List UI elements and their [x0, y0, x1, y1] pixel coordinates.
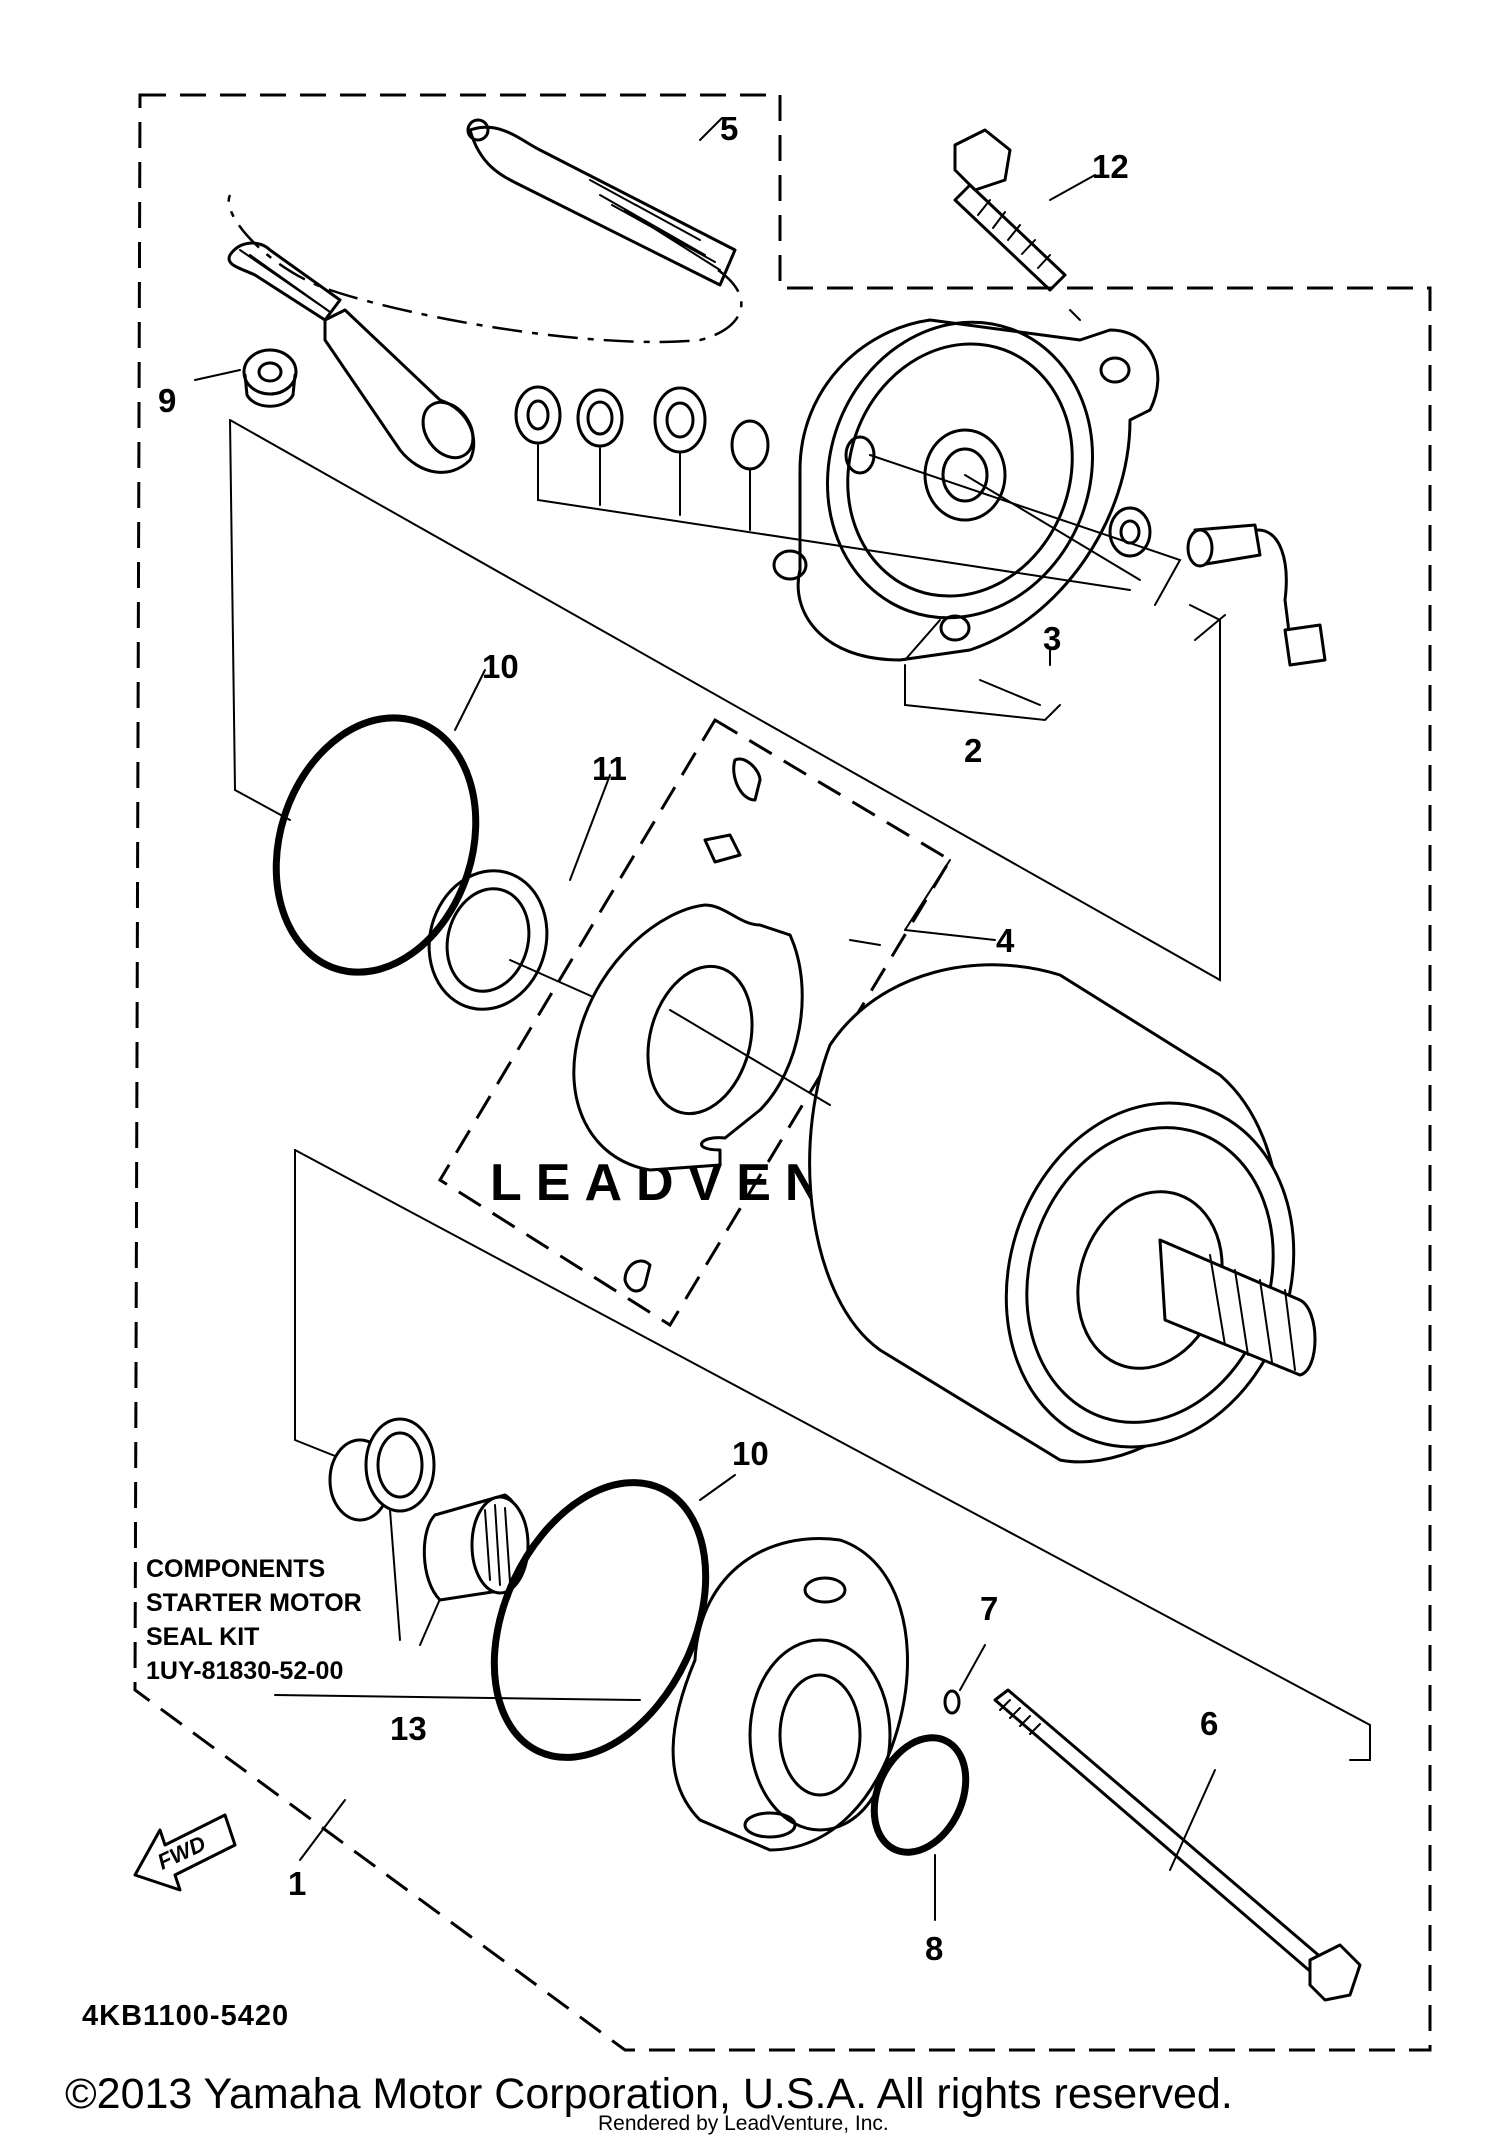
callout-13: 13 — [390, 1710, 427, 1747]
callout-9: 9 — [158, 382, 176, 419]
seal-kit-note-line-4: 1UY-81830-52-00 — [146, 1657, 343, 1685]
callout-3: 3 — [1043, 620, 1061, 657]
upper-leader-lines — [229, 419, 1226, 982]
part-12-bolt — [953, 128, 1067, 292]
part-2-terminal-bolt — [1186, 523, 1327, 667]
part-6-through-bolt — [993, 1688, 1362, 2002]
callout-1: 1 — [288, 1865, 306, 1902]
callout-11: 11 — [592, 750, 627, 787]
front-cover — [671, 1537, 909, 1852]
starter-motor-yoke — [669, 963, 1317, 1464]
copyright-text: ©2013 Yamaha Motor Corporation, U.S.A. A… — [65, 2070, 1233, 2118]
callout-7: 7 — [980, 1590, 998, 1627]
lower-leader-lines — [274, 1149, 1371, 1761]
fwd-direction-arrow: FWD — [133, 1813, 237, 1892]
diagram-code: 4KB1100-5420 — [82, 2000, 289, 2032]
part-10-o-ring-lower — [490, 1479, 710, 1761]
part-5-lead-wire — [227, 118, 743, 474]
rendered-by-text: Rendered by LeadVenture, Inc. — [598, 2112, 889, 2135]
seal-kit-note-line-1: COMPONENTS — [146, 1555, 325, 1583]
seal-kit-note-line-2: STARTER MOTOR — [146, 1589, 362, 1617]
terminal-washer-set — [514, 385, 770, 471]
part-3-rear-cover — [772, 318, 1160, 662]
callout-2: 2 — [964, 732, 982, 769]
assembly-boundary — [133, 93, 1432, 2052]
callout-6: 6 — [1200, 1705, 1218, 1742]
callout-12: 12 — [1092, 148, 1129, 185]
callout-4: 4 — [996, 922, 1015, 959]
callout-5: 5 — [720, 110, 738, 147]
part-7-small-o-ring — [943, 1689, 961, 1715]
part-4-brush-set — [437, 717, 953, 1328]
callout-8: 8 — [925, 1930, 943, 1967]
part-11-washer — [427, 869, 601, 1011]
part-8-o-ring — [870, 1734, 970, 1856]
part-9-nut — [242, 348, 298, 408]
seal-kit-note-line-3: SEAL KIT — [146, 1623, 259, 1651]
seal-kit-note: COMPONENTS STARTER MOTOR SEAL KIT 1UY-81… — [146, 1555, 362, 1685]
part-13-bearing-seal — [328, 1417, 530, 1602]
part-10-o-ring-upper — [272, 714, 480, 976]
callout-10-lower: 10 — [732, 1435, 769, 1472]
callout-10-upper: 10 — [482, 648, 519, 685]
